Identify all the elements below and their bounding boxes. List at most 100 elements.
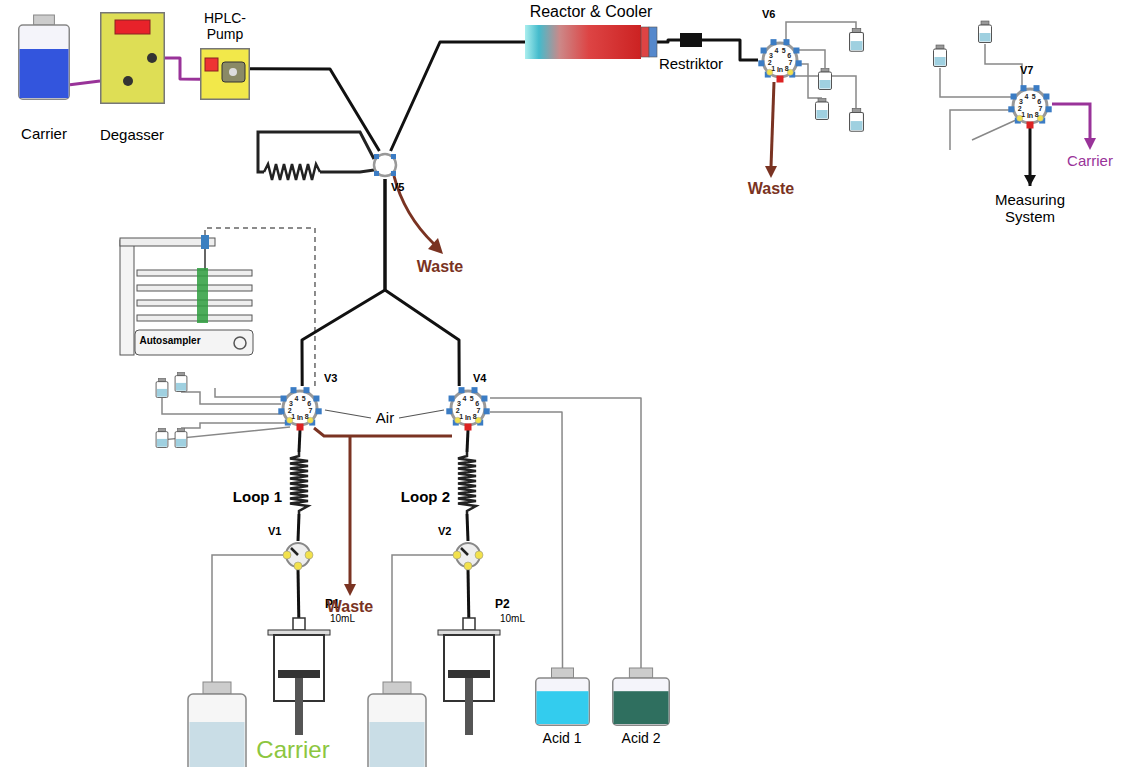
port-number: 5 (782, 47, 786, 54)
drawing-rect (291, 387, 297, 393)
component-label: Reactor & Cooler (530, 3, 653, 21)
port-number: 2 (456, 406, 460, 413)
port-number: 8 (305, 413, 309, 420)
component-label: Loop 1 (233, 488, 282, 505)
waste-label: Waste (327, 598, 374, 616)
drawing-rect (374, 154, 379, 159)
drawing-circle (305, 551, 313, 559)
port-number: In (1027, 112, 1033, 119)
drawing-rect (278, 408, 284, 414)
drawing-rect (120, 240, 134, 355)
reactor-cooler: Reactor & Cooler (525, 25, 657, 59)
flow-line-path (165, 58, 200, 79)
drawing-circle (229, 68, 237, 76)
drawing-rect (449, 396, 455, 402)
flow-line-path (467, 430, 468, 452)
three-way-valve: V1 (284, 541, 312, 569)
reactor-cooler-shape (525, 25, 657, 59)
component-label: Restriktor (659, 55, 723, 72)
drawing-rect (471, 387, 477, 393)
drawing-rect (536, 678, 590, 725)
component-label: Acid 1 (543, 730, 582, 746)
flow-line (467, 430, 468, 452)
three-way-valve: V2 (454, 541, 482, 569)
syringe-pump-shape (438, 630, 500, 705)
drawing-path (212, 555, 454, 692)
flow-line (165, 58, 200, 79)
drawing-rect (303, 387, 309, 393)
drawing-rect (120, 238, 215, 246)
drawing-rect (552, 668, 574, 678)
drawing-circle (147, 53, 157, 63)
port-number: 6 (1037, 97, 1041, 104)
acid-bottle: Acid 1 (535, 668, 590, 726)
flow-line-path (250, 69, 379, 151)
port-number: In (777, 66, 783, 73)
flow-line (70, 81, 100, 85)
sample-loop-shape (288, 452, 310, 514)
drawing-rect (197, 268, 208, 323)
port-number: 4 (1024, 93, 1028, 100)
sample-loop: Loop 2 (456, 452, 478, 514)
drawing-rect (295, 678, 303, 735)
drawing-rect (313, 396, 319, 402)
selection-valve: V412345678In (446, 386, 490, 430)
drawing-polygon (428, 238, 443, 254)
flow-line-path (391, 42, 525, 151)
component-label: Carrier (21, 125, 67, 142)
drawing-path (290, 452, 308, 514)
drawing-path (458, 452, 476, 514)
flow-line (250, 69, 379, 151)
waste-label: Waste (748, 180, 795, 198)
drawing-rect (137, 285, 252, 291)
switch-valve: V5 (371, 151, 399, 179)
selection-valve-shape (446, 386, 490, 430)
port-number: 3 (1019, 97, 1023, 104)
port-number: 6 (787, 51, 791, 58)
drawing-rect (641, 27, 649, 57)
drawing-rect (1033, 85, 1039, 91)
three-way-valve-shape (454, 541, 482, 569)
drawing-path (771, 82, 774, 167)
port-number: 7 (788, 58, 792, 65)
component-label: V7 (1020, 64, 1033, 77)
drawing-path (940, 44, 1022, 150)
drawing-circle (763, 43, 797, 77)
selection-valve: V712345678In (1008, 84, 1052, 128)
flow-line (490, 412, 563, 668)
acid-bottle: Acid 2 (612, 668, 670, 726)
port-number: 6 (307, 399, 311, 406)
drawing-rect (758, 60, 764, 66)
flow-line-path (298, 514, 299, 541)
drawing-rect (649, 27, 657, 57)
drawing-rect (190, 722, 245, 767)
drawing-line (291, 548, 298, 555)
switch-valve-shape (371, 151, 399, 179)
component-label: HPLC-Pump (199, 10, 251, 42)
flow-line (490, 398, 641, 668)
component-label: P2 (495, 598, 510, 612)
restrictor-shape (680, 33, 702, 47)
flow-line (657, 40, 680, 42)
flow-line (467, 514, 468, 541)
drawing-rect (137, 270, 252, 276)
drawing-circle (123, 76, 133, 86)
drawing-rect (777, 76, 784, 83)
port-number: 3 (457, 399, 461, 406)
drawing-polygon (765, 166, 777, 178)
degasser-unit-shape (100, 12, 165, 104)
syringe-pump: P210mL (438, 630, 500, 705)
volume-label: 10mL (500, 613, 525, 625)
flow-line (391, 42, 525, 151)
carrier-label: Carrier (1067, 152, 1113, 169)
hplc-pump-shape (200, 48, 250, 100)
drawing-rect (614, 691, 669, 724)
flow-line-path (490, 412, 563, 668)
component-label: Loop 2 (401, 488, 450, 505)
drawing-rect (297, 424, 304, 431)
drawing-rect (203, 682, 231, 694)
flow-line (205, 228, 315, 386)
drawing-rect (370, 722, 425, 767)
